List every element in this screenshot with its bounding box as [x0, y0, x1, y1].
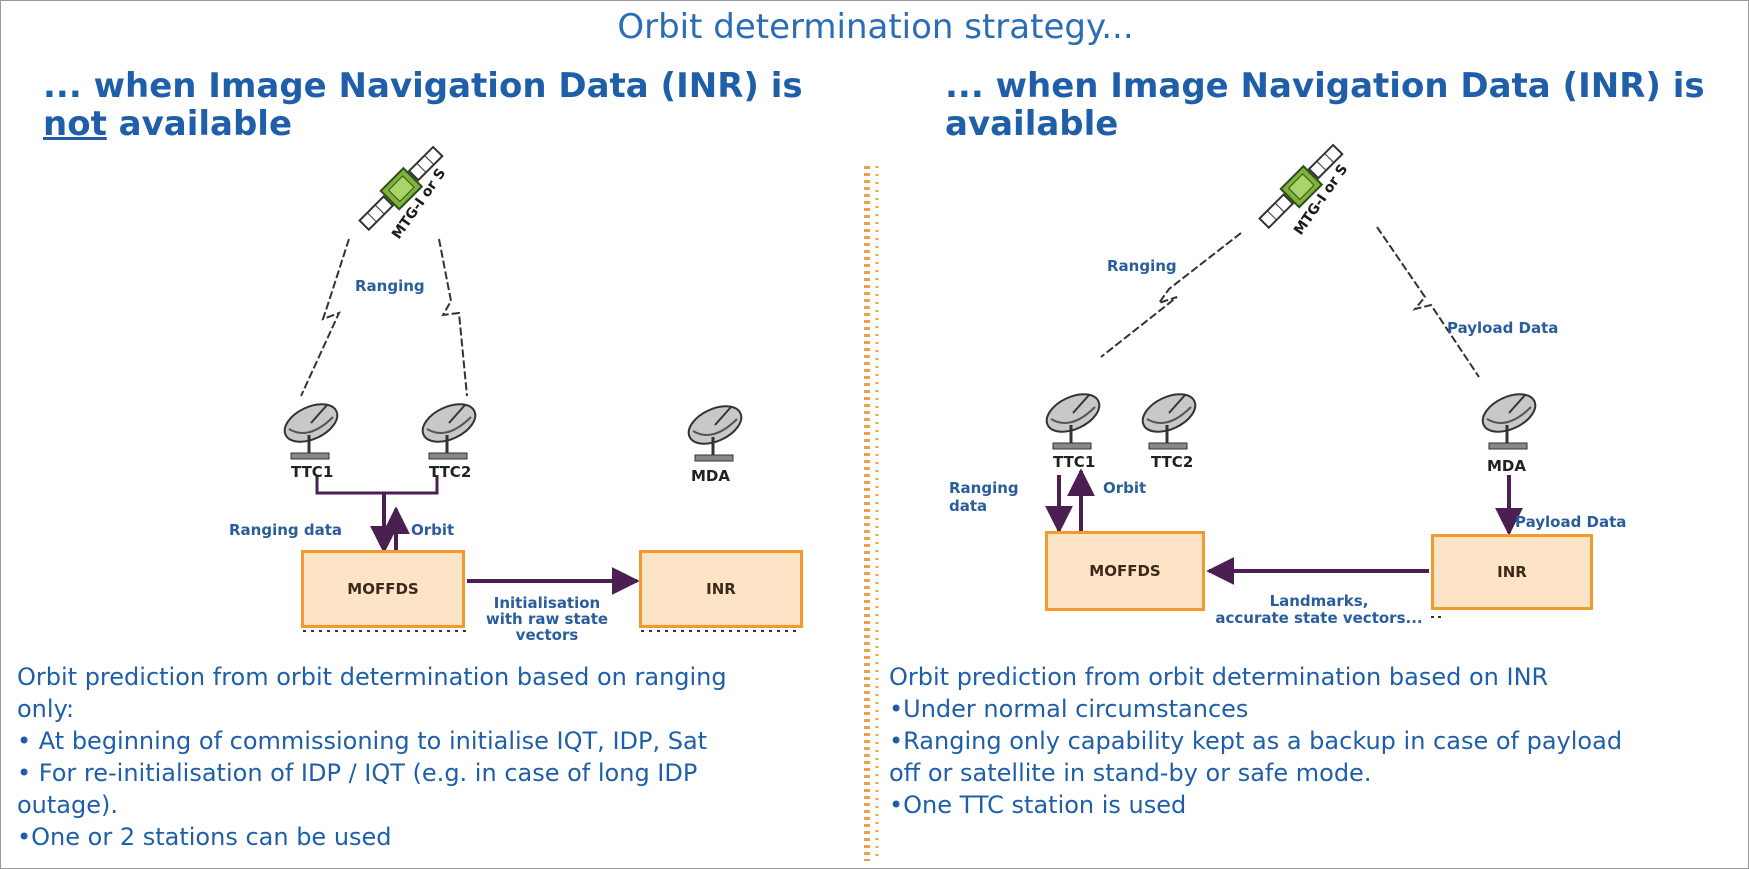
left-satellite: [347, 133, 457, 247]
right-ranging-data-line1: Ranging: [949, 479, 1019, 497]
left-orbit-label: Orbit: [411, 521, 455, 539]
right-ttc2-label: TTC2: [1151, 453, 1194, 471]
right-text-line: •Under normal circumstances: [889, 695, 1249, 723]
left-ranging-link-ttc2: [438, 238, 468, 397]
left-heading: ... when Image Navigation Data (INR) is …: [43, 67, 803, 143]
right-heading-line2: available: [945, 104, 1119, 144]
left-text-line: outage).: [17, 791, 119, 819]
right-inr-box: INR: [1431, 534, 1593, 610]
left-ttc1-dish: [275, 397, 345, 471]
left-text-line: only:: [17, 695, 75, 723]
dish-antenna-icon: [283, 403, 339, 460]
left-heading-line1: ... when Image Navigation Data (INR) is: [43, 66, 803, 106]
right-text-line: •Ranging only capability kept as a backu…: [889, 727, 1623, 755]
right-ranging-link: [1100, 232, 1242, 358]
left-ranging-data-label: Ranging data: [229, 521, 343, 539]
left-ttc-bracket: [315, 475, 439, 495]
right-description: Orbit prediction from orbit determinatio…: [889, 661, 1622, 821]
right-text-line: Orbit prediction from orbit determinatio…: [889, 663, 1549, 691]
left-ttc2-label: TTC2: [429, 463, 472, 481]
right-text-line: •One TTC station is used: [889, 791, 1187, 819]
right-landmarks-line1: Landmarks,: [1269, 592, 1369, 610]
left-init-label: Initialisation with raw state vectors: [479, 595, 615, 643]
right-ranging-data-label: Ranging data: [949, 479, 1019, 515]
dish-antenna-icon: [1141, 393, 1197, 450]
right-ranging-label: Ranging: [1107, 257, 1177, 275]
right-heading: ... when Image Navigation Data (INR) is …: [945, 67, 1705, 143]
right-landmarks-line2: accurate state vectors...: [1215, 609, 1423, 627]
left-ranging-label: Ranging: [355, 277, 425, 295]
right-moffds-box: MOFFDS: [1045, 531, 1205, 611]
left-heading-line2: not available: [43, 105, 803, 143]
right-ttc1-label: TTC1: [1053, 453, 1096, 471]
dish-antenna-icon: [687, 405, 743, 462]
left-text-line: • For re-initialisation of IDP / IQT (e.…: [17, 759, 698, 787]
left-moffds-box: MOFFDS: [301, 550, 465, 628]
right-ttc2-dish: [1133, 387, 1203, 461]
dish-antenna-icon: [421, 403, 477, 460]
left-init-label-line3: vectors: [515, 626, 579, 644]
page-title: Orbit determination strategy...: [617, 7, 1134, 47]
left-ttc1-label: TTC1: [291, 463, 334, 481]
right-payload-data-label: Payload Data: [1515, 513, 1627, 531]
dish-antenna-icon: [1045, 393, 1101, 450]
left-mda-label: MDA: [691, 467, 730, 485]
right-orbit-label: Orbit: [1103, 479, 1147, 497]
left-inr-box: INR: [639, 550, 803, 628]
right-text-line: off or satellite in stand-by or safe mod…: [889, 759, 1372, 787]
right-payload-link: [1376, 226, 1480, 378]
satellite-icon: [1258, 143, 1344, 230]
left-mda-dish: [679, 399, 749, 473]
right-landmarks-label: Landmarks, accurate state vectors...: [1199, 593, 1439, 627]
right-heading-line1: ... when Image Navigation Data (INR) is: [945, 66, 1705, 106]
right-ttc1-dish: [1037, 387, 1107, 461]
left-heading-not: not: [43, 104, 107, 144]
left-text-line: • At beginning of commissioning to initi…: [17, 727, 708, 755]
right-mda-label: MDA: [1487, 457, 1526, 475]
left-heading-available: available: [106, 104, 293, 144]
left-description: Orbit prediction from orbit determinatio…: [17, 661, 727, 853]
left-text-line: Orbit prediction from orbit determinatio…: [17, 663, 727, 691]
left-ranging-link-ttc1: [300, 238, 350, 397]
right-ranging-data-line2: data: [949, 497, 988, 515]
satellite-icon: [358, 145, 444, 232]
right-satellite: [1247, 131, 1357, 245]
left-init-label-line1: Initialisation: [493, 594, 601, 612]
right-payload-top-label: Payload Data: [1447, 319, 1559, 337]
right-mda-dish: [1473, 387, 1543, 461]
left-init-label-line2: with raw state: [485, 610, 609, 628]
dish-antenna-icon: [1481, 393, 1537, 450]
left-text-line: •One or 2 stations can be used: [17, 823, 392, 851]
left-ttc2-dish: [413, 397, 483, 471]
